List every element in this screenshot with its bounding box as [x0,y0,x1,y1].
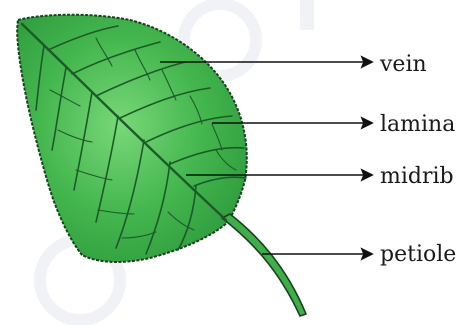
midrib-arrowhead [362,170,372,180]
lamina-arrowhead [362,118,372,128]
petiole-label: petiole [380,244,456,266]
petiole-arrowhead [362,249,372,259]
midrib-label: midrib [380,166,454,188]
lamina-label: lamina [380,114,455,136]
vein-arrowhead [362,57,372,67]
leaf-petiole [222,214,306,316]
vein-label: vein [380,54,427,76]
